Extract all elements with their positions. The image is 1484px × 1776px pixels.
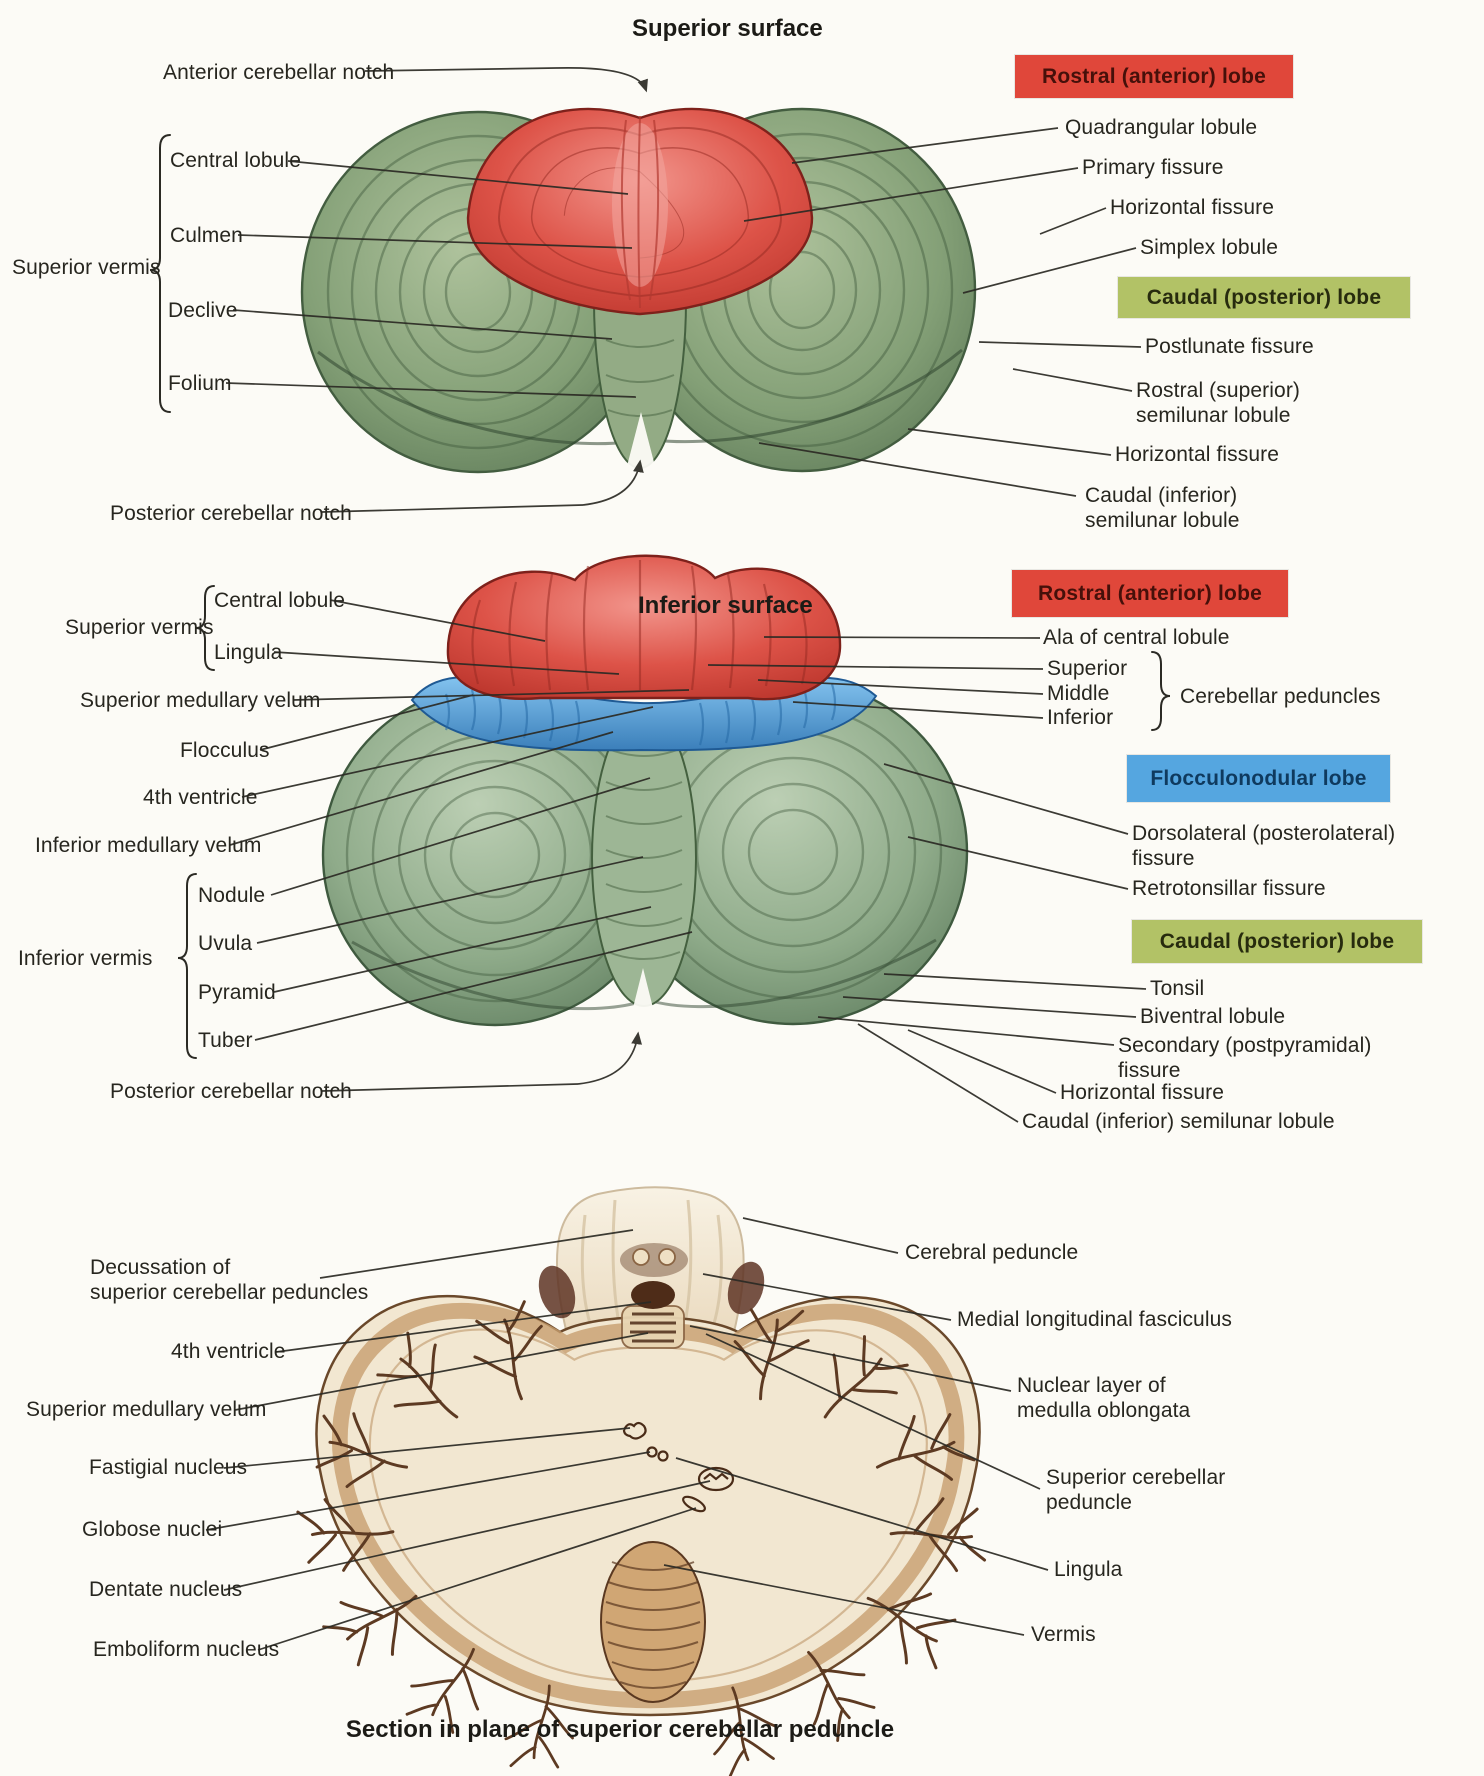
label-4th-ventricle-section: 4th ventricle [171, 1340, 286, 1363]
brace-superior-vermis-top [149, 134, 171, 413]
banner-rostral-anterior-lobe-superior: Rostral (anterior) lobe [1015, 55, 1293, 98]
label-simplex-lobule: Simplex lobule [1140, 236, 1278, 259]
title-superior-surface: Superior surface [632, 15, 823, 42]
label-biventral-lobule: Biventral lobule [1140, 1005, 1286, 1028]
label-caudal-inferior-semilunar-lobule-superior: Caudal (inferior) semilunar lobule [1085, 484, 1240, 532]
label-dentate-nucleus: Dentate nucleus [89, 1578, 243, 1601]
label-horizontal-fissure-superior-1: Horizontal fissure [1110, 196, 1275, 219]
label-caudal-inferior-semilunar-lobule-inferior: Caudal (inferior) semilunar lobule [1022, 1110, 1335, 1133]
label-inferior-vermis-group: Inferior vermis [18, 947, 153, 970]
label-pyramid: Pyramid [198, 981, 276, 1004]
label-horizontal-fissure-superior-2: Horizontal fissure [1115, 443, 1280, 466]
label-nuclear-layer-medulla-oblongata: Nuclear layer of medulla oblongata [1017, 1374, 1191, 1422]
superior-surface-illustration [300, 107, 977, 474]
label-primary-fissure: Primary fissure [1082, 156, 1224, 179]
label-decussation-superior-cerebellar-peduncles: Decussation of superior cerebellar pedun… [90, 1256, 369, 1304]
inferior-surface-illustration [321, 554, 969, 1028]
label-central-lobule-inferior: Central lobule [214, 589, 345, 612]
label-dorsolateral-posterolateral-fissure: Dorsolateral (posterolateral) fissure [1132, 822, 1396, 870]
label-superior-cerebellar-peduncle-section: Superior cerebellar peduncle [1046, 1466, 1226, 1514]
label-cerebral-peduncle: Cerebral peduncle [905, 1241, 1079, 1264]
banner-caudal-posterior-lobe-superior: Caudal (posterior) lobe [1118, 277, 1410, 318]
brace-inferior-vermis [177, 873, 197, 1059]
label-superior-medullary-velum-inferior: Superior medullary velum [80, 689, 321, 712]
label-inferior-peduncle: Inferior [1047, 706, 1114, 729]
label-4th-ventricle-inferior: 4th ventricle [143, 786, 258, 809]
label-secondary-postpyramidal-fissure: Secondary (postpyramidal) fissure [1118, 1034, 1372, 1082]
brace-cerebellar-peduncles [1151, 651, 1171, 731]
label-ala-of-central-lobule: Ala of central lobule [1043, 626, 1230, 649]
leader-lines [205, 67, 1147, 1651]
label-tuber: Tuber [198, 1029, 253, 1052]
label-lingula-section: Lingula [1054, 1558, 1123, 1581]
label-lingula-inferior: Lingula [214, 641, 283, 664]
label-anterior-cerebellar-notch: Anterior cerebellar notch [163, 61, 395, 84]
label-postlunate-fissure: Postlunate fissure [1145, 335, 1314, 358]
label-inferior-medullary-velum: Inferior medullary velum [35, 834, 262, 857]
section-illustration [295, 1186, 989, 1776]
label-culmen: Culmen [170, 224, 243, 247]
braces [149, 134, 1171, 1059]
label-superior-vermis-group: Superior vermis [12, 256, 161, 279]
label-tonsil: Tonsil [1150, 977, 1205, 1000]
label-posterior-cerebellar-notch-superior: Posterior cerebellar notch [110, 502, 352, 525]
label-medial-longitudinal-fasciculus: Medial longitudinal fasciculus [957, 1308, 1232, 1331]
label-uvula: Uvula [198, 932, 253, 955]
label-superior-vermis-group-inferior: Superior vermis [65, 616, 214, 639]
label-middle-peduncle: Middle [1047, 682, 1110, 705]
label-horizontal-fissure-inferior: Horizontal fissure [1060, 1081, 1225, 1104]
label-nodule: Nodule [198, 884, 266, 907]
label-cerebellar-peduncles-group: Cerebellar peduncles [1180, 685, 1381, 708]
label-posterior-cerebellar-notch-inferior: Posterior cerebellar notch [110, 1080, 352, 1103]
section-caption: Section in plane of superior cerebellar … [345, 1716, 895, 1743]
label-rostral-superior-semilunar-lobule: Rostral (superior) semilunar lobule [1136, 379, 1301, 427]
label-superior-peduncle: Superior [1047, 657, 1128, 680]
title-inferior-surface: Inferior surface [638, 592, 813, 619]
banner-rostral-anterior-lobe-inferior: Rostral (anterior) lobe [1012, 570, 1288, 617]
brace-superior-vermis-inferior [195, 585, 215, 671]
label-globose-nuclei: Globose nuclei [82, 1518, 223, 1541]
label-folium: Folium [168, 372, 232, 395]
label-flocculus: Flocculus [180, 739, 270, 762]
label-fastigial-nucleus: Fastigial nucleus [89, 1456, 248, 1479]
label-superior-medullary-velum-section: Superior medullary velum [26, 1398, 267, 1421]
banner-caudal-posterior-lobe-inferior: Caudal (posterior) lobe [1132, 920, 1422, 963]
label-vermis-section: Vermis [1031, 1623, 1096, 1646]
label-declive: Declive [168, 299, 238, 322]
label-quadrangular-lobule: Quadrangular lobule [1065, 116, 1258, 139]
label-emboliform-nucleus: Emboliform nucleus [93, 1638, 280, 1661]
banner-flocculonodular-lobe: Flocculonodular lobe [1127, 755, 1390, 802]
label-central-lobule: Central lobule [170, 149, 301, 172]
label-retrotonsillar-fissure: Retrotonsillar fissure [1132, 877, 1326, 900]
